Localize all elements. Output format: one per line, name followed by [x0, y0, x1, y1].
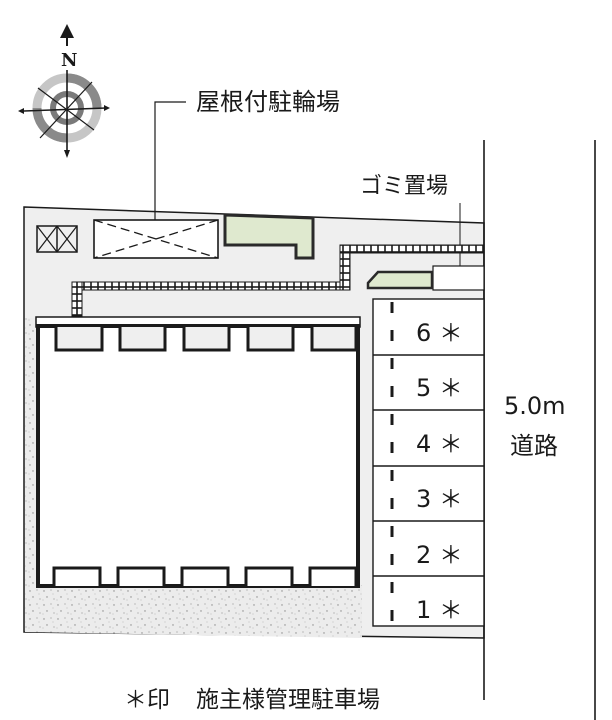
garbage-area	[366, 265, 485, 291]
parking-slot-1: 1 ＊	[416, 590, 476, 625]
legend: ＊印施主様管理駐車場	[124, 680, 380, 714]
bicycle-parking-area	[93, 219, 219, 259]
greenery-planter	[223, 213, 315, 260]
slot-number: 5	[416, 374, 432, 402]
legend-mark: ＊印	[124, 687, 170, 713]
slot-number: 4	[416, 430, 432, 458]
asterisk-mark: ＊	[438, 596, 463, 624]
asterisk-mark: ＊	[438, 374, 463, 402]
parking-slot-5: 5 ＊	[416, 368, 476, 403]
parking-lot	[372, 298, 485, 627]
tiled-walkway	[71, 244, 485, 317]
garbage-area-label: ゴミ置場	[360, 174, 449, 199]
slot-number: 3	[416, 485, 432, 513]
road-width-label: 5.0m	[504, 392, 566, 420]
svg-text:N: N	[61, 50, 77, 71]
parking-slot-4: 4 ＊	[416, 424, 476, 459]
legend-text: 施主様管理駐車場	[196, 687, 380, 713]
slot-number: 1	[416, 596, 432, 624]
parking-slot-2: 2 ＊	[416, 535, 476, 570]
parking-slot-3: 3 ＊	[416, 479, 476, 514]
apartment-building	[35, 316, 361, 588]
slot-number: 2	[416, 541, 432, 569]
road-label: 道路	[510, 432, 558, 460]
bicycle-leader-line	[154, 101, 186, 232]
gravel-strip-bottom	[25, 585, 362, 638]
asterisk-mark: ＊	[438, 541, 463, 569]
asterisk-mark: ＊	[438, 485, 463, 513]
utility-box	[36, 225, 78, 253]
bicycle-parking-label: 屋根付駐輪場	[196, 88, 340, 116]
gravel-strip-left	[25, 318, 38, 594]
compass-rose-icon: N	[18, 24, 110, 158]
asterisk-mark: ＊	[438, 430, 463, 458]
slot-number: 6	[416, 319, 432, 347]
asterisk-mark: ＊	[438, 319, 463, 347]
parking-slot-6: 6 ＊	[416, 313, 476, 348]
